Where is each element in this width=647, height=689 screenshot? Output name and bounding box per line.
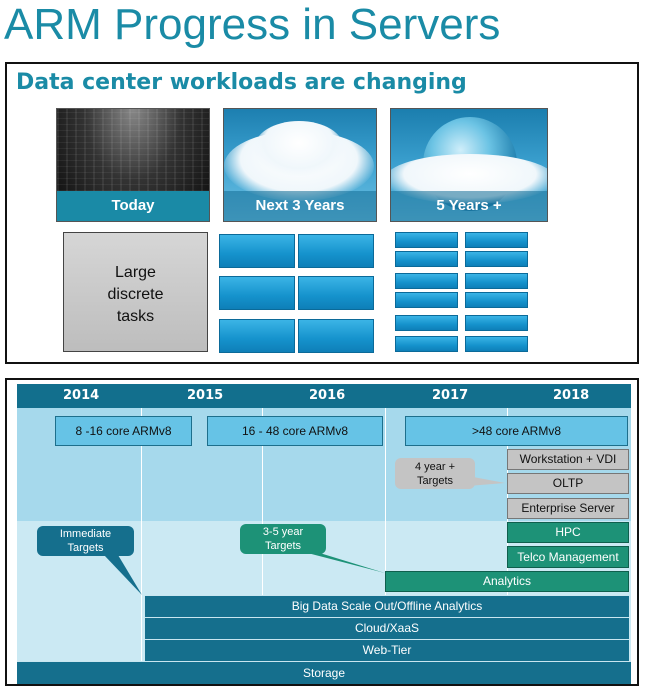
workload-big-data: Big Data Scale Out/Offline Analytics — [145, 595, 629, 617]
small-task-tile — [395, 292, 458, 308]
medium-task-tile — [298, 319, 374, 353]
era-label: 5 Years + — [391, 191, 547, 221]
year-label: 2017 — [432, 388, 469, 403]
workload-hpc: HPC — [507, 522, 629, 543]
medium-task-tile — [219, 234, 295, 268]
workload-enterprise-server: Enterprise Server — [507, 498, 629, 519]
small-task-tile — [465, 232, 528, 248]
core-range-box: >48 core ARMv8 — [405, 416, 628, 446]
large-tasks-label: Large discrete tasks — [107, 264, 164, 325]
core-range-box: 16 - 48 core ARMv8 — [207, 416, 383, 446]
large-tasks-block — [63, 232, 208, 352]
small-task-tile — [395, 251, 458, 267]
small-task-tile — [395, 232, 458, 248]
page-title: ARM Progress in Servers — [4, 0, 501, 49]
three-five-year-targets-callout: 3-5 year Targets — [240, 524, 326, 554]
immediate-callout-pointer — [104, 555, 142, 595]
medium-task-tile — [298, 276, 374, 310]
era-label: Today — [57, 191, 209, 221]
year-divider — [141, 408, 142, 661]
workload-web-tier: Web-Tier — [145, 639, 629, 661]
small-task-tile — [465, 292, 528, 308]
year-label: 2016 — [309, 388, 346, 403]
workload-storage: Storage — [17, 661, 631, 684]
three-five-callout-pointer — [296, 550, 385, 573]
era-label: Next 3 Years — [224, 191, 376, 221]
workload-analytics: Analytics — [385, 571, 629, 592]
panel-subtitle: Data center workloads are changing — [16, 70, 467, 95]
year-label: 2015 — [187, 388, 224, 403]
cloud-icon — [254, 121, 344, 176]
small-task-tile — [395, 336, 458, 352]
immediate-targets-callout: Immediate Targets — [37, 526, 134, 556]
small-task-tile — [465, 251, 528, 267]
workload-telco-management: Telco Management — [507, 546, 629, 568]
core-range-box: 8 -16 core ARMv8 — [55, 416, 192, 446]
workload-workstation-vdi: Workstation + VDI — [507, 449, 629, 470]
four-year-targets-callout: 4 year + Targets — [395, 458, 475, 489]
era-5-years-image: 5 Years + — [390, 108, 548, 222]
workload-oltp: OLTP — [507, 473, 629, 494]
medium-task-tile — [219, 276, 295, 310]
small-task-tile — [465, 336, 528, 352]
year-label: 2018 — [553, 388, 590, 403]
small-task-tile — [395, 315, 458, 331]
year-label: 2014 — [63, 388, 100, 403]
era-today-image: Today — [56, 108, 210, 222]
year-divider — [385, 408, 386, 661]
era-next-3-years-image: Next 3 Years — [223, 108, 377, 222]
workload-cloud-xaas: Cloud/XaaS — [145, 617, 629, 639]
medium-task-tile — [298, 234, 374, 268]
four-year-callout-pointer — [468, 476, 505, 486]
year-header-bar — [17, 384, 631, 408]
small-task-tile — [465, 273, 528, 289]
small-task-tile — [465, 315, 528, 331]
small-task-tile — [395, 273, 458, 289]
medium-task-tile — [219, 319, 295, 353]
